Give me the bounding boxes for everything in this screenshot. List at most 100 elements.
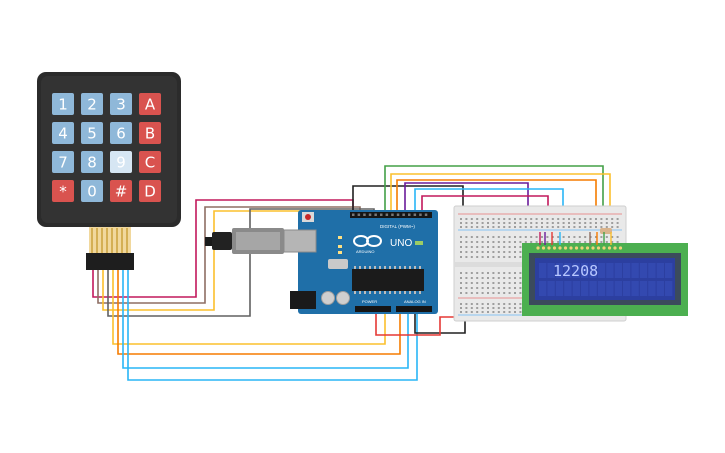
breadboard-hole[interactable] xyxy=(578,236,581,238)
breadboard-hole[interactable] xyxy=(584,226,587,228)
breadboard-hole[interactable] xyxy=(465,236,468,238)
breadboard-hole[interactable] xyxy=(535,222,538,224)
breadboard-hole[interactable] xyxy=(470,307,473,309)
breadboard-hole[interactable] xyxy=(551,222,554,224)
breadboard-hole[interactable] xyxy=(497,218,500,220)
breadboard-hole[interactable] xyxy=(503,303,506,305)
breadboard-hole[interactable] xyxy=(611,222,614,224)
breadboard-hole[interactable] xyxy=(487,236,489,238)
breadboard-hole[interactable] xyxy=(497,307,500,309)
breadboard-hole[interactable] xyxy=(557,236,560,238)
breadboard-hole[interactable] xyxy=(578,218,581,220)
breadboard-hole[interactable] xyxy=(611,226,614,228)
breadboard-hole[interactable] xyxy=(476,282,479,284)
breadboard-hole[interactable] xyxy=(551,236,554,238)
breadboard-hole[interactable] xyxy=(460,218,462,220)
breadboard-hole[interactable] xyxy=(546,241,549,243)
breadboard-hole[interactable] xyxy=(519,292,522,294)
breadboard-hole[interactable] xyxy=(487,241,489,243)
key-cap[interactable] xyxy=(110,122,132,144)
wire-top-2[interactable] xyxy=(384,165,604,232)
wire-keypad-8[interactable] xyxy=(127,270,418,381)
breadboard-hole[interactable] xyxy=(476,303,479,305)
breadboard-hole[interactable] xyxy=(492,218,495,220)
breadboard-hole[interactable] xyxy=(595,218,597,220)
breadboard-hole[interactable] xyxy=(487,303,489,305)
breadboard-hole[interactable] xyxy=(578,226,581,228)
digital-pin[interactable] xyxy=(380,213,383,217)
breadboard-hole[interactable] xyxy=(503,241,506,243)
breadboard-hole[interactable] xyxy=(541,222,543,224)
breadboard-hole[interactable] xyxy=(503,251,506,253)
breadboard-hole[interactable] xyxy=(487,307,489,309)
breadboard-hole[interactable] xyxy=(605,222,608,224)
breadboard-hole[interactable] xyxy=(557,218,560,220)
digital-pin[interactable] xyxy=(368,213,372,217)
breadboard-hole[interactable] xyxy=(492,307,495,309)
breadboard-hole[interactable] xyxy=(616,241,619,243)
breadboard-hole[interactable] xyxy=(465,287,468,289)
breadboard-hole[interactable] xyxy=(476,246,479,248)
breadboard-hole[interactable] xyxy=(519,282,522,284)
key-c[interactable]: C xyxy=(139,151,161,173)
breadboard-hole[interactable] xyxy=(481,246,484,248)
breadboard-hole[interactable] xyxy=(481,236,484,238)
breadboard-hole[interactable] xyxy=(524,222,527,224)
breadboard-hole[interactable] xyxy=(514,272,516,274)
breadboard-hole[interactable] xyxy=(492,303,495,305)
breadboard-hole[interactable] xyxy=(573,241,576,243)
breadboard-hole[interactable] xyxy=(497,292,500,294)
key-cap[interactable] xyxy=(52,93,74,115)
breadboard-hole[interactable] xyxy=(492,226,495,228)
digital-pin[interactable] xyxy=(402,213,405,217)
breadboard-hole[interactable] xyxy=(595,226,597,228)
breadboard-hole[interactable] xyxy=(481,292,484,294)
breadboard-hole[interactable] xyxy=(605,236,608,238)
breadboard-hole[interactable] xyxy=(519,246,522,248)
breadboard-hole[interactable] xyxy=(476,307,479,309)
key-hash[interactable]: # xyxy=(110,180,132,202)
breadboard-hole[interactable] xyxy=(503,218,506,220)
wire-keypad-2[interactable] xyxy=(97,206,361,304)
breadboard-hole[interactable] xyxy=(595,222,597,224)
breadboard-hole[interactable] xyxy=(492,256,495,258)
breadboard-hole[interactable] xyxy=(514,218,516,220)
key-cap[interactable] xyxy=(52,122,74,144)
breadboard-hole[interactable] xyxy=(460,307,462,309)
breadboard-hole[interactable] xyxy=(476,222,479,224)
breadboard-hole[interactable] xyxy=(568,222,570,224)
key-b[interactable]: B xyxy=(139,122,161,144)
breadboard-hole[interactable] xyxy=(562,222,565,224)
breadboard-hole[interactable] xyxy=(557,241,560,243)
breadboard-hole[interactable] xyxy=(514,292,516,294)
breadboard-hole[interactable] xyxy=(584,241,587,243)
breadboard-hole[interactable] xyxy=(460,241,462,243)
breadboard-hole[interactable] xyxy=(551,241,554,243)
breadboard-hole[interactable] xyxy=(568,241,570,243)
breadboard-hole[interactable] xyxy=(578,241,581,243)
breadboard-hole[interactable] xyxy=(519,277,522,279)
breadboard-hole[interactable] xyxy=(470,282,473,284)
breadboard-hole[interactable] xyxy=(589,218,592,220)
breadboard-hole[interactable] xyxy=(470,311,473,313)
breadboard-hole[interactable] xyxy=(541,236,543,238)
breadboard-hole[interactable] xyxy=(535,226,538,228)
breadboard-hole[interactable] xyxy=(562,241,565,243)
breadboard-hole[interactable] xyxy=(476,272,479,274)
breadboard-hole[interactable] xyxy=(503,246,506,248)
breadboard-hole[interactable] xyxy=(514,246,516,248)
breadboard-hole[interactable] xyxy=(470,222,473,224)
breadboard-hole[interactable] xyxy=(562,236,565,238)
breadboard-hole[interactable] xyxy=(508,241,511,243)
breadboard-hole[interactable] xyxy=(460,311,462,313)
breadboard-hole[interactable] xyxy=(573,222,576,224)
breadboard-hole[interactable] xyxy=(514,256,516,258)
breadboard-hole[interactable] xyxy=(481,277,484,279)
breadboard-hole[interactable] xyxy=(611,241,614,243)
breadboard-hole[interactable] xyxy=(460,246,462,248)
breadboard-hole[interactable] xyxy=(497,246,500,248)
breadboard-hole[interactable] xyxy=(519,241,522,243)
digital-pin[interactable] xyxy=(374,213,377,217)
breadboard-hole[interactable] xyxy=(535,218,538,220)
breadboard-hole[interactable] xyxy=(508,222,511,224)
